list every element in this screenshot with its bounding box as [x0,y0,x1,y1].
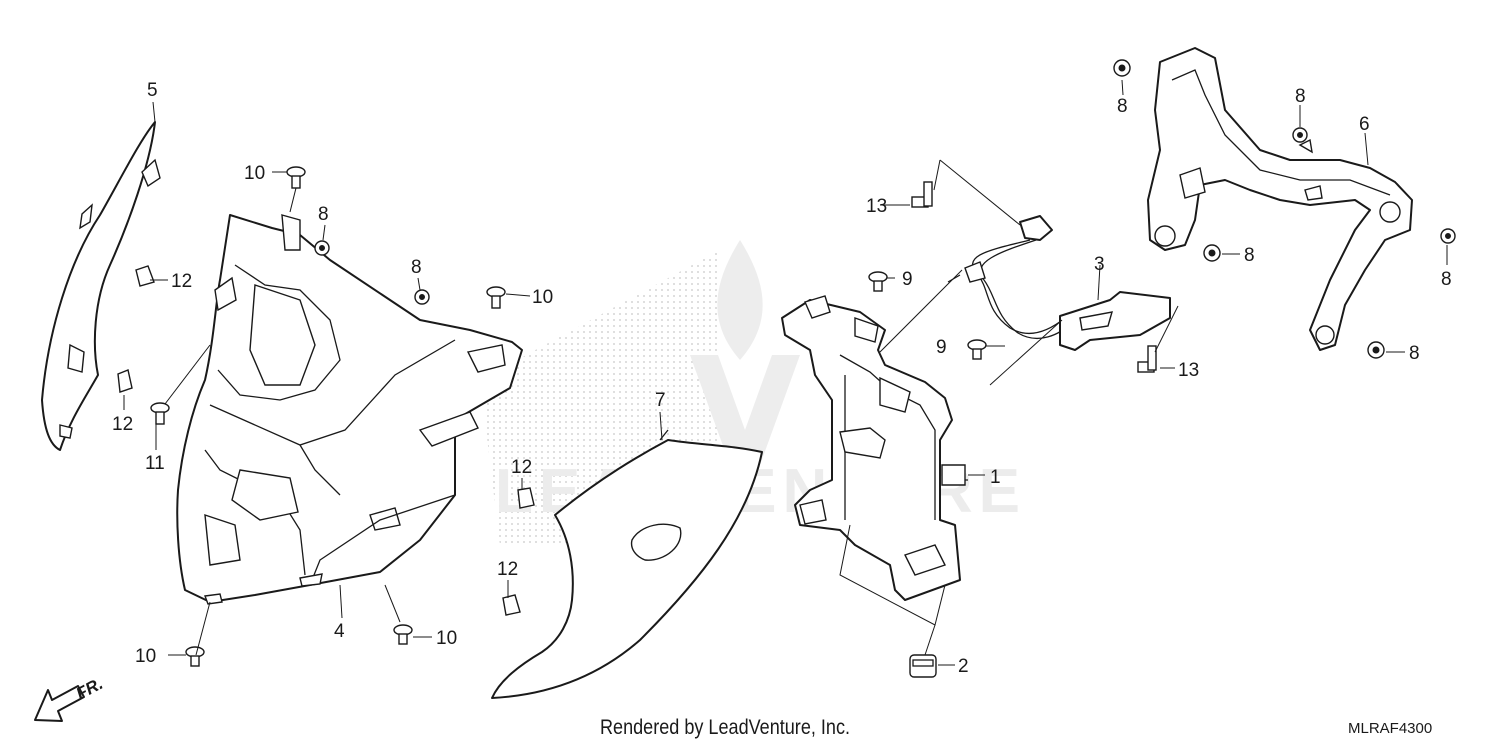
footer-credit: Rendered by LeadVenture, Inc. [600,716,851,739]
grommet-2[interactable] [909,654,937,678]
nut-8-g[interactable] [414,289,430,305]
nut-8-a[interactable] [1113,59,1131,77]
part-5-side-cover[interactable] [41,121,161,451]
part-6-upper-stay[interactable] [1147,47,1413,351]
callout-5: 5 [147,80,158,101]
nut-8-d[interactable] [1440,228,1456,244]
callout-13-b: 13 [1178,360,1199,381]
part-7-lower-side-panel[interactable] [491,429,763,699]
nut-8-f[interactable] [314,240,330,256]
clip-12-d[interactable] [502,594,521,616]
callout-10-top: 10 [244,163,265,184]
callout-8-b: 8 [1295,86,1306,107]
part-1-stay-bracket[interactable] [781,295,968,601]
leader-lines [123,79,1448,666]
callout-8-cowl-b: 8 [411,257,422,278]
callout-10-lower-mid: 10 [436,628,457,649]
callout-12-b: 12 [112,414,133,435]
callout-8-e: 8 [1409,343,1420,364]
callout-4: 4 [334,621,345,642]
callout-8-d: 8 [1441,269,1452,290]
callout-12-d: 12 [497,559,518,580]
nut-8-c[interactable] [1203,244,1221,262]
part-3-wire-stay[interactable] [947,215,1171,351]
callout-8-a: 8 [1117,96,1128,117]
callout-8-cowl-a: 8 [318,204,329,225]
bolt-13-b[interactable] [1137,345,1157,373]
callout-13-a: 13 [866,196,887,217]
screw-11[interactable] [150,402,170,425]
callout-12-c: 12 [511,457,532,478]
callout-10-mid: 10 [532,287,553,308]
callout-11: 11 [145,453,165,474]
screw-10-lower-left[interactable] [185,646,205,667]
callout-8-c: 8 [1244,245,1255,266]
callout-1: 1 [990,467,1001,488]
clip-12-c[interactable] [517,487,535,509]
bolt-13-a[interactable] [911,181,933,208]
part-4-front-cowl[interactable] [176,214,523,605]
callout-2: 2 [958,656,969,677]
callouts: 5 10 8 8 10 12 12 11 10 4 10 7 12 12 13 … [112,80,1452,677]
screw-10-lower-mid[interactable] [393,624,413,645]
callout-6: 6 [1359,114,1370,135]
watermark-flame-logo [690,240,800,465]
clip-12-a[interactable] [135,265,155,287]
screw-9-b[interactable] [967,339,987,360]
nut-8-e[interactable] [1367,341,1385,359]
callout-10-lower-left: 10 [135,646,156,667]
front-direction-indicator: FR. [34,674,106,722]
callout-9-b: 9 [936,337,947,358]
nut-8-b[interactable] [1292,127,1308,143]
screw-10-mid[interactable] [486,286,506,309]
callout-12-a: 12 [171,271,192,292]
watermark: LEADVENTURE [480,240,1020,545]
callout-7: 7 [655,390,666,411]
callout-3: 3 [1094,254,1105,275]
clip-12-b[interactable] [117,369,133,393]
callout-9-a: 9 [902,269,913,290]
front-arrow-icon [34,685,85,722]
diagram-code: MLRAF4300 [1348,720,1433,737]
screw-10-top[interactable] [286,166,306,189]
screw-9-a[interactable] [868,271,888,292]
